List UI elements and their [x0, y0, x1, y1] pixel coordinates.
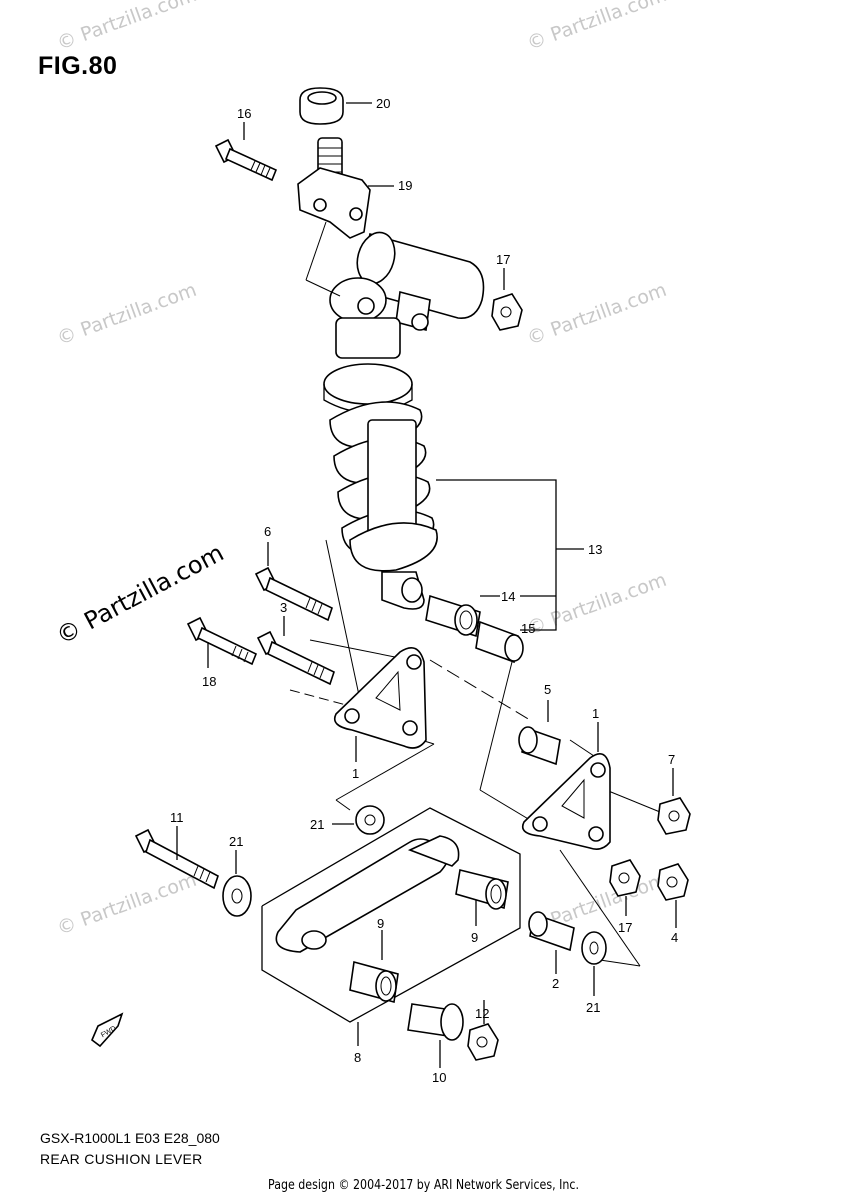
- bracket-13: [436, 479, 584, 631]
- part-8-lever: [261, 807, 521, 1046]
- callout-labels: 20 16 19 17 13 14 15 6 3 18 5 1 1 7 21 1…: [170, 96, 678, 1085]
- callout-15: 15: [521, 621, 535, 636]
- part-17-nut-lower: [609, 859, 641, 916]
- watermark: © Partzilla.com: [524, 279, 669, 350]
- diagram-caption: REAR CUSHION LEVER: [40, 1151, 203, 1167]
- shock-lower-eye: [381, 571, 425, 610]
- part-4-nut: [657, 863, 689, 928]
- part-3-bolt: [256, 616, 335, 686]
- callout-19: 19: [398, 178, 412, 193]
- part-7-nut: [657, 768, 691, 835]
- part-9-bearing-b: [349, 930, 399, 1004]
- callout-13: 13: [588, 542, 602, 557]
- callout-11: 11: [170, 810, 184, 825]
- watermark: © Partzilla.com: [54, 279, 199, 350]
- part-17-nut-upper: [491, 293, 523, 331]
- callout-18: 18: [202, 674, 216, 689]
- callout-5: 5: [544, 682, 551, 697]
- part-6-bolt: [254, 542, 333, 622]
- watermark: © Partzilla.com: [54, 869, 199, 940]
- part-14-bearing: [425, 594, 481, 638]
- part-20-bushing: [299, 87, 372, 125]
- shock-reservoir: [356, 231, 485, 332]
- callout-14: 14: [501, 589, 515, 604]
- callout-16: 16: [237, 106, 251, 121]
- part-2-collar: [528, 911, 575, 974]
- part-21-washer-right: [581, 931, 607, 996]
- part-1-plate-left: [333, 646, 427, 762]
- fwd-arrow-icon: FWD: [91, 1012, 124, 1048]
- part-21-washer-left: [222, 850, 252, 917]
- callout-9: 9: [377, 916, 384, 931]
- part-15-bushing: [475, 620, 524, 664]
- copyright-footer: Page design © 2004-2017 by ARI Network S…: [268, 1178, 579, 1193]
- callout-6: 6: [264, 524, 271, 539]
- watermark: © Partzilla.com: [54, 0, 199, 55]
- part-9-bearing-a: [455, 869, 509, 926]
- callout-21: 21: [229, 834, 243, 849]
- watermark: © Partzilla.com: [524, 569, 669, 640]
- shock-top-eye: [329, 277, 401, 359]
- guide-lines: [289, 221, 661, 967]
- part-21-washer-upper: [332, 805, 385, 835]
- callout-17: 17: [496, 252, 510, 267]
- callout-21: 21: [310, 817, 324, 832]
- callout-10: 10: [432, 1070, 446, 1085]
- model-code: GSX-R1000L1 E03 E28_080: [40, 1130, 220, 1146]
- callout-4: 4: [671, 930, 678, 945]
- part-10-pin: [407, 1003, 464, 1068]
- callout-2: 2: [552, 976, 559, 991]
- callout-9: 9: [471, 930, 478, 945]
- callout-17: 17: [618, 920, 632, 935]
- callout-3: 3: [280, 600, 287, 615]
- watermark: © Partzilla.com: [524, 0, 669, 55]
- part-5-collar: [518, 700, 561, 766]
- part-11-bolt: [134, 826, 219, 890]
- part-12-nut: [467, 1000, 499, 1061]
- callout-12: 12: [475, 1006, 489, 1021]
- callout-7: 7: [668, 752, 675, 767]
- figure-title: FIG.80: [38, 52, 118, 80]
- part-18-bolt: [186, 616, 258, 668]
- callout-1: 1: [352, 766, 359, 781]
- callout-20: 20: [376, 96, 390, 111]
- spring-coils: [329, 401, 438, 572]
- part-16-bolt: [214, 122, 278, 182]
- callout-21: 21: [586, 1000, 600, 1015]
- part-19-upper-mount: [297, 137, 394, 239]
- part-1-plate-right: [521, 722, 611, 850]
- callout-1: 1: [592, 706, 599, 721]
- callout-8: 8: [354, 1050, 361, 1065]
